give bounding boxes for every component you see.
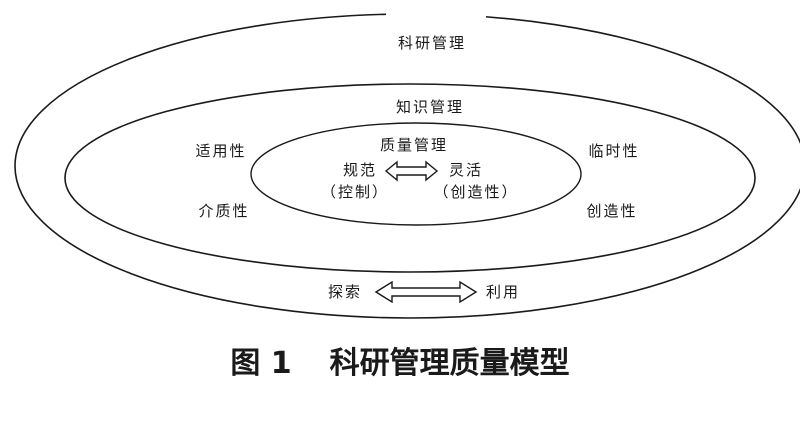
middle-ellipse — [64, 83, 756, 273]
figure-number: 图 1 — [230, 346, 292, 381]
side-label-top-left: 适用性 — [195, 142, 246, 160]
inner-ellipse — [250, 122, 582, 226]
side-label-top-right: 临时性 — [588, 142, 639, 160]
bottom-left-label: 探索 — [328, 283, 362, 301]
figure-caption: 图 1 科研管理质量模型 — [0, 338, 800, 382]
outer-ring-label: 科研管理 — [398, 34, 466, 52]
figure-title: 科研管理质量模型 — [329, 346, 570, 381]
side-label-bottom-left: 介质性 — [198, 202, 249, 220]
inner-left-label: 规范 — [343, 161, 377, 179]
inner-left-sub: （控制） — [321, 183, 389, 201]
double-arrow-icon — [384, 160, 439, 182]
bottom-double-arrow-icon — [374, 280, 478, 304]
middle-ring-label: 知识管理 — [396, 98, 464, 116]
inner-right-sub: （创造性） — [433, 183, 518, 201]
side-label-bottom-right: 创造性 — [586, 202, 637, 220]
bottom-right-label: 利用 — [486, 283, 520, 301]
inner-right-label: 灵活 — [449, 161, 483, 179]
research-management-quality-model-diagram: 科研管理 知识管理 质量管理 规范 （控制） 灵活 （创造性） 适用性 介质性 … — [14, 13, 800, 319]
inner-ring-label: 质量管理 — [380, 136, 448, 154]
